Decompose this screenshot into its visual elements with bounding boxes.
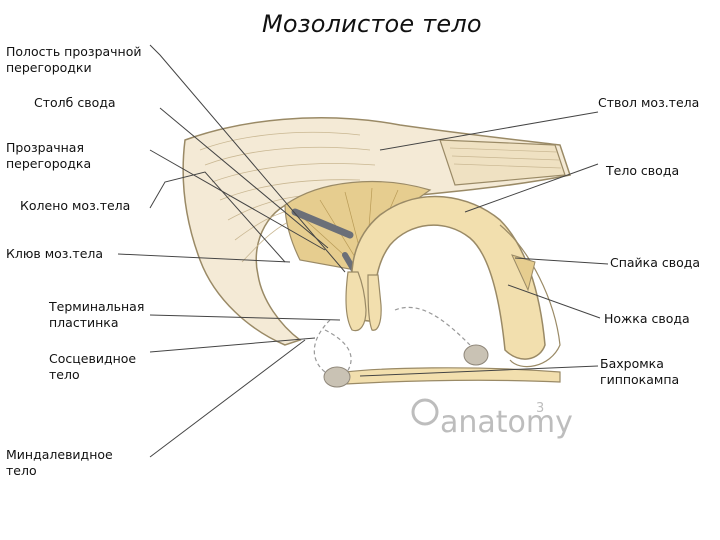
label-septum-pellucidum: Прозрачная перегородка [6,140,91,172]
watermark-superscript: 3 [536,401,544,416]
label-amygdala: Миндалевидное тело [6,447,113,479]
watermark-logo: anatomy 3 [413,400,573,440]
label-lamina-terminalis: Терминальная пластинка [49,299,144,331]
label-trunk: Ствол моз.тела [598,95,699,111]
fornix-arch-shape [352,196,545,359]
fimbria-shape [345,368,560,384]
label-body-fornix: Тело свода [606,163,679,179]
label-column-fornix: Столб свода [34,95,116,111]
label-commissure-fornix: Спайка свода [610,255,700,271]
watermark-brand: anatomy [440,405,573,440]
label-crus-fornix: Ножка свода [604,311,690,327]
label-rostrum: Клюв моз.тела [6,246,103,262]
label-genu: Колено моз.тела [20,198,130,214]
amygdala-shape [324,367,350,387]
label-fimbria: Бахромка гиппокампа [600,356,679,388]
mammillary-shape [464,345,488,365]
label-cavity-septum: Полость прозрачной перегородки [6,44,142,76]
label-mammillary: Сосцевидное тело [49,351,136,383]
